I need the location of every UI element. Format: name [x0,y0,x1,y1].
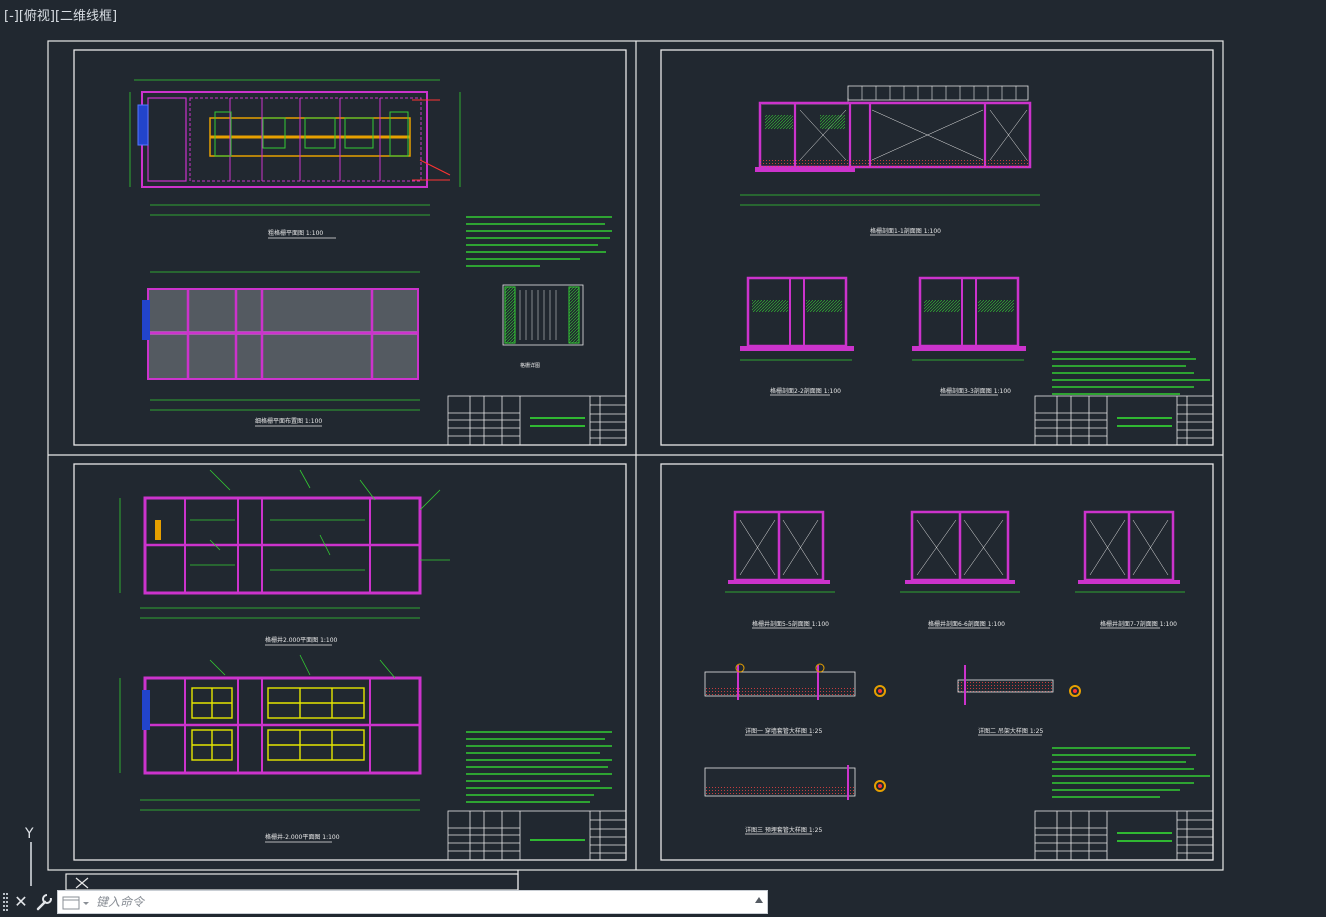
close-icon[interactable]: ✕ [14,892,28,911]
view-title: 格栅井剖面7-7剖面图 1:100 [1100,620,1177,628]
screen-detail: 格栅详图 [502,284,584,369]
command-input[interactable] [96,893,736,911]
ucs-y-label: Y [24,826,34,842]
view-title: 格栅井剖面6-6剖面图 1:100 [928,620,1005,628]
view-title: 格栅井-2.000平面图 1:100 [265,833,340,841]
detail-pipe-sleeve: 详图一 穿墙套管大样图 1:25 [704,663,886,736]
viewport-controls-label[interactable]: [-][俯视][二维线框] [4,9,118,24]
view-title: 格栅剖面3-3剖面图 1:100 [940,387,1011,395]
section-view-1: 格栅剖面1-1剖面图 1:100 [740,85,1040,236]
sheet-4[interactable]: 格栅井剖面5-5剖面图 1:100 格栅井剖面6-6剖面图 1:100 格栅井剖… [660,463,1214,861]
title-block [1034,810,1214,861]
title-block [447,810,627,861]
command-prompt-icon[interactable] [62,895,92,910]
view-title: 格栅详图 [520,362,540,369]
drag-grip-icon[interactable] [3,892,9,912]
view-title: 格栅井2.000平面图 1:100 [265,636,338,644]
ucs-icon: Y [24,826,34,886]
view-title: 格栅剖面2-2剖面图 1:100 [770,387,841,395]
design-notes [1052,351,1210,395]
section-view-7: 格栅井剖面7-7剖面图 1:100 [1075,510,1185,629]
section-view-5: 格栅井剖面5-5剖面图 1:100 [725,510,835,629]
detail-embedded-sleeve: 详图三 预埋套管大样图 1:25 [704,765,886,835]
view-title: 粗格栅平面图 1:100 [268,229,323,237]
view-title: 详图一 穿墙套管大样图 1:25 [745,727,822,735]
plan-view-fine-screen: 细格栅平面布置图 1:100 [142,271,420,427]
section-view-6: 格栅井剖面6-6剖面图 1:100 [900,510,1020,629]
detail-hanger: 详图二 吊架大样图 1:25 [957,665,1081,736]
design-notes [1052,747,1210,798]
plan-view-lower: 格栅井-2.000平面图 1:100 [119,654,422,843]
layout-grid [47,40,1224,890]
sheet-1[interactable]: 粗格栅平面图 1:100 细格栅平面布置图 1:100 格栅详图 [73,49,627,446]
view-title: 格栅井剖面5-5剖面图 1:100 [752,620,829,628]
command-history-arrow-icon[interactable] [755,897,763,903]
view-title: 详图三 预埋套管大样图 1:25 [745,826,822,834]
model-space-canvas[interactable]: 粗格栅平面图 1:100 细格栅平面布置图 1:100 格栅详图 [0,0,1326,890]
design-notes [466,216,612,267]
title-block [447,395,627,446]
command-input-box[interactable] [57,890,768,914]
view-title: 细格栅平面布置图 1:100 [255,417,322,425]
plan-view-upper: 格栅井2.000平面图 1:100 [119,469,450,646]
title-block [1034,395,1214,446]
sheet-3[interactable]: 格栅井2.000平面图 1:100 格栅井-2.000平面图 1:100 [73,463,627,861]
section-view-3: 格栅剖面3-3剖面图 1:100 [912,276,1026,396]
sheet-2[interactable]: 格栅剖面1-1剖面图 1:100 格栅剖面2-2剖面图 1:100 格栅剖面3-… [660,49,1214,446]
view-title: 格栅剖面1-1剖面图 1:100 [870,227,941,235]
design-notes [466,731,612,803]
plan-view-coarse-screen: 粗格栅平面图 1:100 [129,79,461,239]
view-title: 详图二 吊架大样图 1:25 [978,727,1043,735]
section-view-2: 格栅剖面2-2剖面图 1:100 [740,276,854,396]
customize-wrench-icon[interactable] [34,891,54,913]
command-line-bar: ✕ [0,889,768,915]
